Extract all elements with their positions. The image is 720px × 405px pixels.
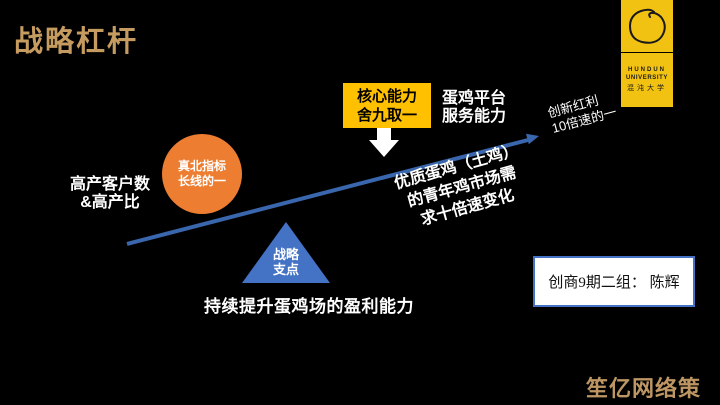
enso-circle-icon: [621, 8, 673, 56]
fulcrum-label: 战略 支点: [242, 247, 330, 277]
watermark-text: 笙亿网络策划: [586, 376, 702, 401]
logo-org-line2: UNIVERSITY: [625, 75, 668, 81]
left-metric-text: 高产客户数 &高产比: [58, 176, 162, 212]
bottom-caption: 持续提升蛋鸡场的盈利能力: [204, 297, 414, 316]
core-ability-line2: 舍九取一: [356, 106, 417, 124]
hundun-logo-block: [621, 0, 673, 52]
team-box: 创商9期二组： 陈辉: [533, 256, 695, 307]
platform-text: 蛋鸡平台 服务能力: [442, 90, 506, 126]
left-metric-line1: 高产客户数: [69, 176, 150, 193]
platform-line2: 服务能力: [442, 108, 507, 125]
innovation-caption: 创新红利 10倍速的一: [546, 89, 618, 137]
lever-caption: 优质蛋鸡（土鸡） 的青年鸡市场需 求十倍速变化: [348, 128, 577, 248]
platform-line1: 蛋鸡平台: [442, 90, 507, 107]
page-title: 战略杠杆: [14, 26, 139, 58]
down-block-arrow-icon: [369, 126, 399, 157]
true-north-circle: 真北指标 长线的一: [162, 134, 242, 214]
core-ability-box: 核心能力 舍九取一: [343, 83, 431, 128]
hundun-logo-wordmark: HUNDUN UNIVERSITY 混沌大学: [621, 53, 673, 107]
fulcrum-triangle: [242, 222, 330, 283]
fulcrum-line1: 战略: [272, 247, 299, 262]
core-ability-line1: 核心能力: [356, 87, 417, 105]
true-north-line1: 真北指标: [177, 159, 226, 173]
left-metric-line2: &高产比: [80, 194, 140, 211]
logo-org-line1: HUNDUN: [628, 67, 666, 73]
logo-org-line3: 混沌大学: [627, 85, 667, 92]
team-box-label: 创商9期二组： 陈辉: [548, 275, 680, 291]
true-north-line2: 长线的一: [177, 174, 226, 188]
fulcrum-line2: 支点: [272, 262, 299, 277]
